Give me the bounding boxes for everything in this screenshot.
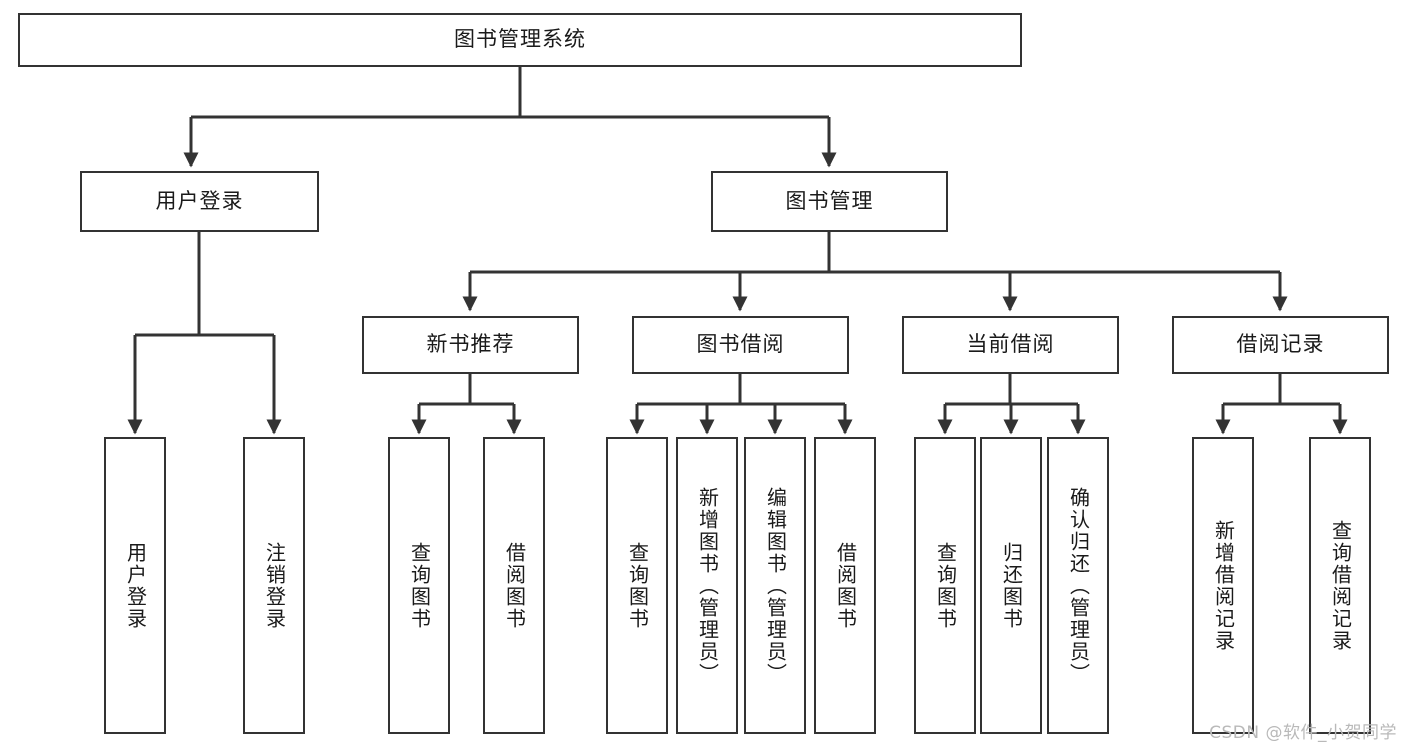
leaf-current-borrow-return-book[interactable]: 归还图书 xyxy=(980,437,1042,734)
leaf-current-borrow-query-book[interactable]: 查询图书 xyxy=(914,437,976,734)
node-label: 归还图书 xyxy=(999,541,1024,630)
node-label: 图书管理系统 xyxy=(454,27,586,52)
node-label: 确认归还（管理员） xyxy=(1066,486,1091,685)
node-label: 新增借阅记录 xyxy=(1211,519,1236,652)
node-book-management[interactable]: 图书管理 xyxy=(711,171,948,232)
leaf-user-login-login[interactable]: 用户登录 xyxy=(104,437,166,734)
leaf-borrow-record-query-record[interactable]: 查询借阅记录 xyxy=(1309,437,1371,734)
leaf-new-book-borrow-book[interactable]: 借阅图书 xyxy=(483,437,545,734)
node-label: 借阅图书 xyxy=(502,541,527,630)
leaf-book-borrow-query-book[interactable]: 查询图书 xyxy=(606,437,668,734)
node-label: 注销登录 xyxy=(262,541,287,630)
node-label: 查询借阅记录 xyxy=(1328,519,1353,652)
node-label: 查询图书 xyxy=(407,541,432,630)
leaf-user-login-logout[interactable]: 注销登录 xyxy=(243,437,305,734)
node-label: 查询图书 xyxy=(933,541,958,630)
node-label: 查询图书 xyxy=(625,541,650,630)
node-book-borrow[interactable]: 图书借阅 xyxy=(632,316,849,374)
leaf-book-borrow-edit-book-admin[interactable]: 编辑图书（管理员） xyxy=(744,437,806,734)
node-label: 新书推荐 xyxy=(426,332,515,357)
leaf-borrow-record-add-record[interactable]: 新增借阅记录 xyxy=(1192,437,1254,734)
node-label: 借阅图书 xyxy=(833,541,858,630)
node-current-borrow[interactable]: 当前借阅 xyxy=(902,316,1119,374)
node-label: 新增图书（管理员） xyxy=(695,486,720,685)
node-label: 编辑图书（管理员） xyxy=(763,486,788,685)
node-label: 用户登录 xyxy=(123,541,148,630)
node-user-login[interactable]: 用户登录 xyxy=(80,171,319,232)
node-label: 当前借阅 xyxy=(966,332,1055,357)
leaf-current-borrow-confirm-return-admin[interactable]: 确认归还（管理员） xyxy=(1047,437,1109,734)
leaf-book-borrow-borrow-book[interactable]: 借阅图书 xyxy=(814,437,876,734)
leaf-new-book-query-book[interactable]: 查询图书 xyxy=(388,437,450,734)
node-borrow-record[interactable]: 借阅记录 xyxy=(1172,316,1389,374)
node-label: 图书借阅 xyxy=(696,332,785,357)
node-label: 借阅记录 xyxy=(1236,332,1325,357)
node-root-book-management-system[interactable]: 图书管理系统 xyxy=(18,13,1022,67)
node-label: 用户登录 xyxy=(155,188,244,213)
leaf-book-borrow-add-book-admin[interactable]: 新增图书（管理员） xyxy=(676,437,738,734)
node-new-book-recommend[interactable]: 新书推荐 xyxy=(362,316,579,374)
node-label: 图书管理 xyxy=(785,188,874,213)
